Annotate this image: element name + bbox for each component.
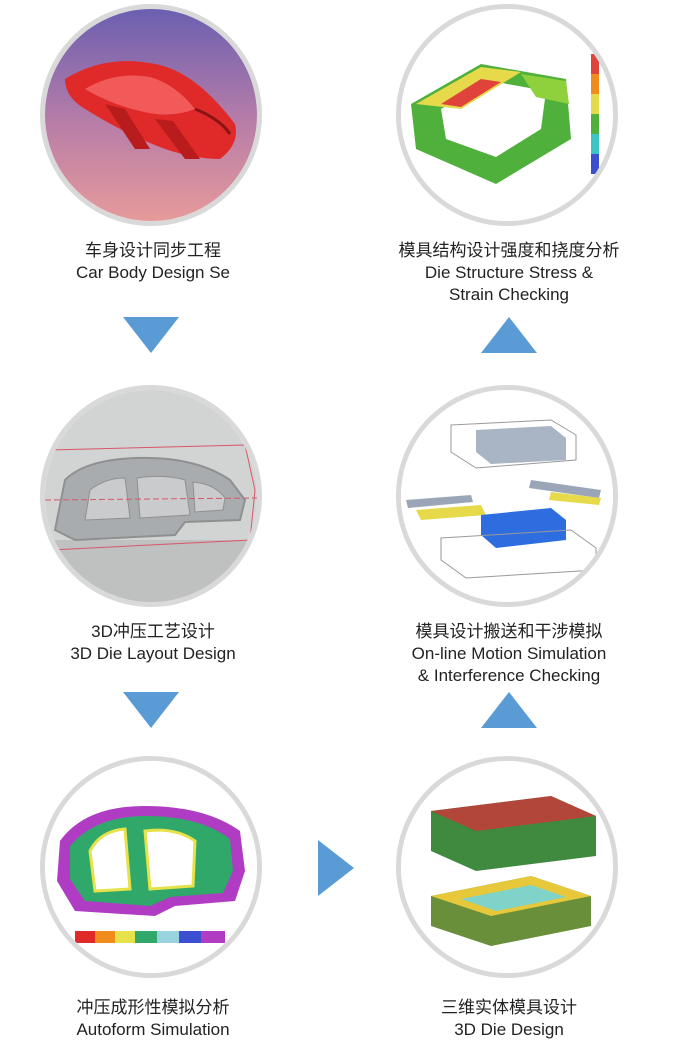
step-zh: 3D冲压工艺设计 xyxy=(91,622,215,641)
step-en-2: & Interference Checking xyxy=(417,666,601,685)
step-en: Car Body Design Se xyxy=(75,263,231,282)
step-label-motion-simulation: 模具设计搬送和干涉模拟 On-line Motion Simulation & … xyxy=(359,621,659,687)
step-zh: 三维实体模具设计 xyxy=(441,998,577,1017)
arrow-up-icon xyxy=(481,692,537,728)
car-body-design-image xyxy=(40,4,262,226)
arrow-down-icon xyxy=(123,692,179,728)
die-layout-image xyxy=(40,385,262,607)
step-zh: 模具结构设计强度和挠度分析 xyxy=(398,241,620,260)
step-zh: 模具设计搬送和干涉模拟 xyxy=(415,622,603,641)
step-label-3d-die: 三维实体模具设计 3D Die Design xyxy=(359,997,659,1041)
step-zh: 冲压成形性模拟分析 xyxy=(76,998,230,1017)
step-en: Die Structure Stress & xyxy=(424,263,594,282)
step-label-structure-stress: 模具结构设计强度和挠度分析 Die Structure Stress & Str… xyxy=(359,240,659,306)
step-en: 3D Die Design xyxy=(454,1020,564,1039)
step-zh: 车身设计同步工程 xyxy=(85,241,221,260)
step-label-die-layout: 3D冲压工艺设计 3D Die Layout Design xyxy=(3,621,303,665)
structure-stress-image xyxy=(396,4,618,226)
motion-simulation-image xyxy=(396,385,618,607)
arrow-right-icon xyxy=(318,840,354,896)
3d-die-design-image xyxy=(396,756,618,978)
step-en: 3D Die Layout Design xyxy=(70,644,236,663)
step-label-car-body: 车身设计同步工程 Car Body Design Se xyxy=(3,240,303,284)
step-en: On-line Motion Simulation xyxy=(411,644,607,663)
arrow-down-icon xyxy=(123,317,179,353)
step-en: Autoform Simulation xyxy=(76,1020,230,1039)
arrow-up-icon xyxy=(481,317,537,353)
step-label-autoform: 冲压成形性模拟分析 Autoform Simulation xyxy=(3,997,303,1041)
step-en-2: Strain Checking xyxy=(448,285,569,304)
autoform-simulation-image xyxy=(40,756,262,978)
